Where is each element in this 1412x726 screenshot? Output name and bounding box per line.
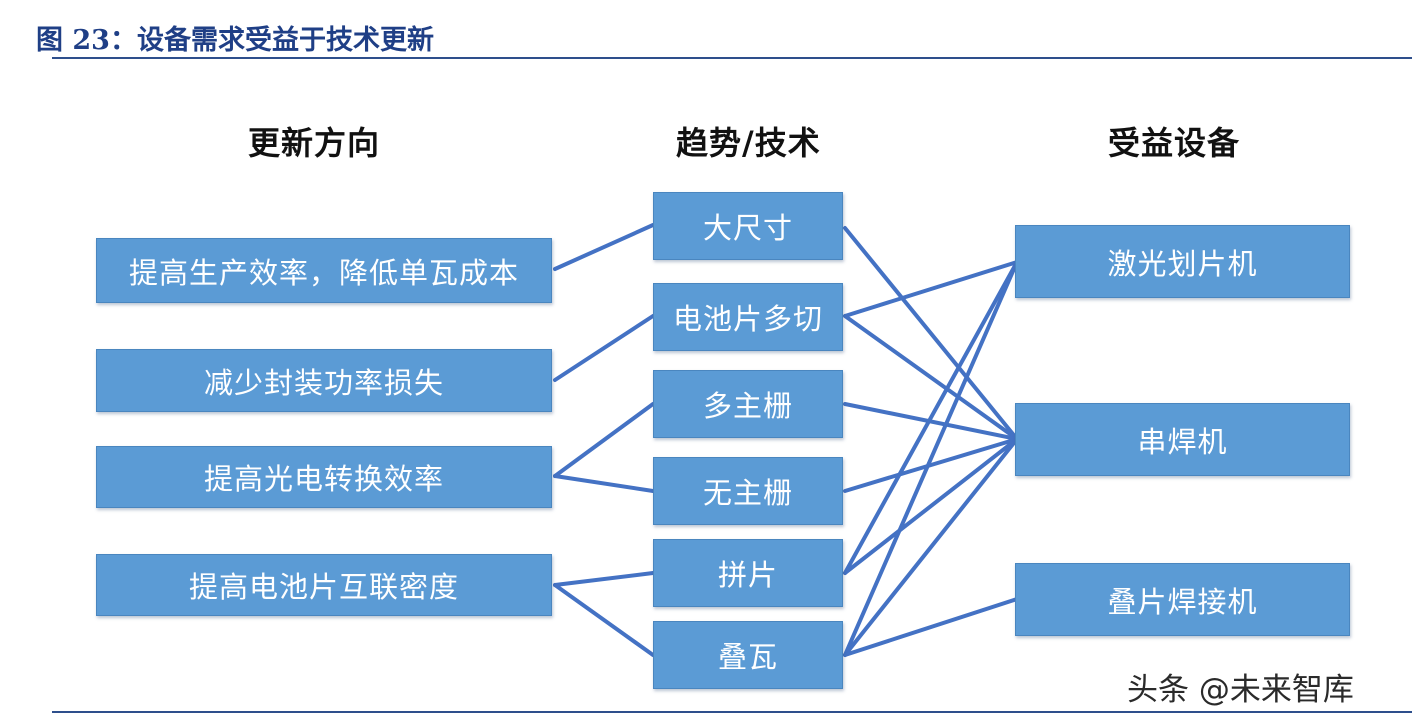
link-direction-4-to-trend-5	[553, 571, 655, 587]
figure-title: 图 23：设备需求受益于技术更新	[36, 25, 434, 56]
trend-box-2: 电池片多切	[653, 283, 843, 351]
trend-box-3: 多主栅	[653, 370, 843, 438]
direction-box-1: 提高生产效率，降低单瓦成本	[96, 238, 552, 303]
link-trend-2-to-equipment-2	[843, 314, 1019, 441]
link-direction-3-to-trend-4	[553, 474, 655, 493]
link-trend-5-to-equipment-2	[843, 437, 1019, 575]
trend-box-6: 叠瓦	[653, 621, 843, 689]
link-trend-6-to-equipment-2	[843, 437, 1019, 657]
bottom-rule	[52, 711, 1412, 713]
direction-box-3: 提高光电转换效率	[96, 446, 552, 508]
link-direction-4-to-trend-6	[553, 583, 655, 657]
trend-box-4: 无主栅	[653, 457, 843, 525]
top-rule	[52, 57, 1412, 59]
link-trend-4-to-equipment-2	[843, 437, 1019, 493]
link-trend-5-to-equipment-1	[843, 260, 1019, 575]
equipment-box-1: 激光划片机	[1015, 225, 1350, 298]
direction-box-2: 减少封装功率损失	[96, 349, 552, 412]
equipment-box-3: 叠片焊接机	[1015, 563, 1350, 636]
column-title-equipment: 受益设备	[1108, 124, 1241, 162]
link-trend-1-to-equipment-2	[843, 226, 1019, 441]
column-title-directions: 更新方向	[248, 124, 381, 162]
link-direction-3-to-trend-3	[553, 402, 655, 478]
watermark: 头条 @未来智库	[1127, 672, 1354, 708]
direction-box-4: 提高电池片互联密度	[96, 554, 552, 616]
link-trend-6-to-equipment-3	[843, 597, 1019, 657]
link-direction-1-to-trend-1	[553, 223, 655, 271]
column-title-trends: 趋势/技术	[676, 124, 821, 162]
link-trend-6-to-equipment-1	[843, 260, 1019, 657]
trend-box-5: 拼片	[653, 539, 843, 607]
link-direction-2-to-trend-2	[553, 314, 655, 382]
equipment-box-2: 串焊机	[1015, 403, 1350, 476]
trend-box-1: 大尺寸	[653, 192, 843, 260]
link-trend-2-to-equipment-1	[843, 260, 1019, 318]
